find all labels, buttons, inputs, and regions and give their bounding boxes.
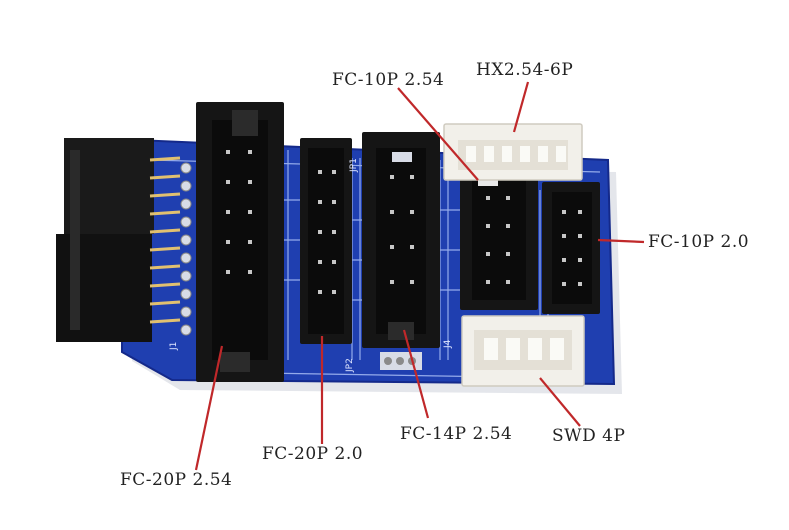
callout-line-swd4p [539,377,581,427]
gold-pins [149,156,181,324]
callout-line-fc10p-20 [597,238,645,244]
fc-10p-20-connector [542,182,600,314]
callout-lines [194,81,645,471]
label-hx254-6p: HX2.54-6P [476,60,574,80]
silkscreen-j1: J1 [169,342,179,351]
callout-line-fc20p-254 [194,345,224,471]
fc-20p-20-connector [300,138,352,344]
swd-4p-connector [461,315,585,387]
hx254-6p-connector [443,123,583,181]
label-fc-20p-254: FC-20P 2.54 [120,470,233,490]
label-fc-20p-20: FC-20P 2.0 [262,444,364,464]
callout-line-fc10p-254 [397,87,479,181]
silkscreen-jp1: JP1 [349,158,359,173]
header-pins [226,150,582,294]
callout-line-hx254 [512,81,530,133]
label-swd-4p: SWD 4P [552,426,626,446]
right-angle-header [56,138,154,342]
label-fc-10p-254: FC-10P 2.54 [332,70,445,90]
label-fc-10p-20: FC-10P 2.0 [648,232,750,252]
fc-20p-254-connector [196,102,284,382]
silkscreen-jp2: JP2 [345,358,355,373]
solder-pads [180,162,192,336]
silkscreen-j4: J4 [443,339,453,349]
label-fc-14p-254: FC-14P 2.54 [400,424,513,444]
callout-line-fc14p-254 [402,329,430,419]
fc-14p-254-connector [362,132,440,348]
